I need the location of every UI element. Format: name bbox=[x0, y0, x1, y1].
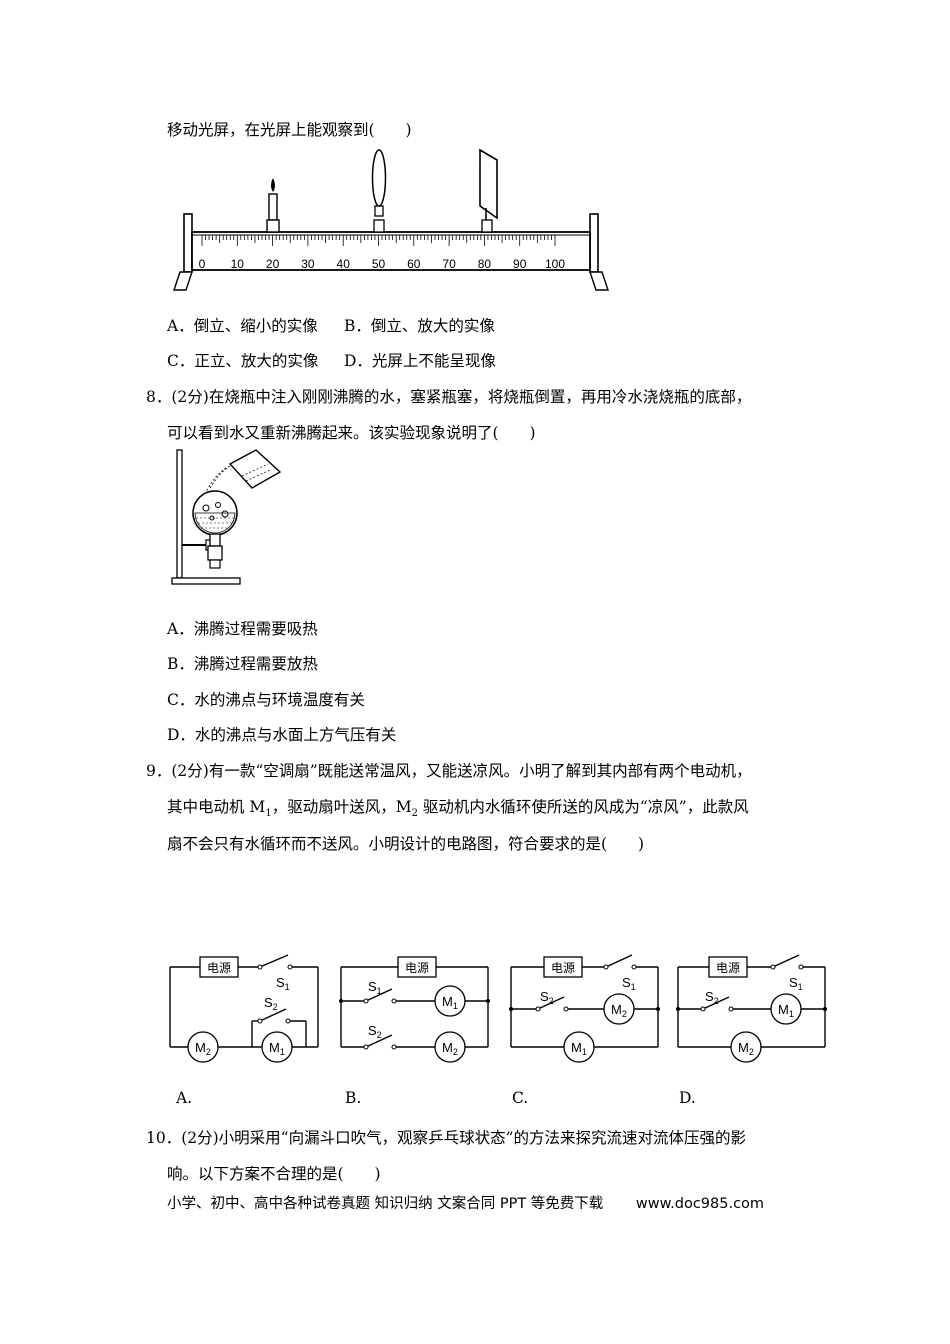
ruler-labels: 0 10 20 30 40 50 60 70 80 90 100 bbox=[199, 257, 566, 271]
q8-stem-line1: 8．(2分)在烧瓶中注入刚刚沸腾的水，塞紧瓶塞，将烧瓶倒置，再用冷水浇烧瓶的底部… bbox=[146, 388, 752, 406]
q9-stem-line1: 9．(2分)有一款“空调扇”既能送常温风，又能送凉风。小明了解到其内部有两个电动… bbox=[146, 762, 752, 780]
ruler-ticks bbox=[201, 235, 556, 246]
svg-text:M2: M2 bbox=[611, 1002, 627, 1019]
light-screen-icon bbox=[479, 148, 498, 233]
circuit-b: 电源 S1 S2 M1 M2 bbox=[339, 956, 490, 1063]
svg-text:S2: S2 bbox=[705, 989, 719, 1006]
power-label: 电源 bbox=[716, 961, 740, 975]
ruler-tick-label: 0 bbox=[199, 257, 206, 271]
svg-text:S1: S1 bbox=[368, 979, 382, 996]
q7-option-c[interactable]: C．正立、放大的实像 bbox=[167, 352, 319, 370]
power-label: 电源 bbox=[207, 961, 231, 975]
q8-option-d[interactable]: D．水的沸点与水面上方气压有关 bbox=[167, 726, 397, 744]
ruler-tick-label: 10 bbox=[231, 257, 245, 271]
q9-stem-line2: 其中电动机 M1，驱动扇叶送风，M2 驱动机内水循环使所送的风成为“凉风”，此款… bbox=[167, 798, 749, 820]
beaker-icon bbox=[228, 449, 282, 489]
q9-option-d[interactable]: D. bbox=[679, 1089, 696, 1107]
circuit-d: 电源 S1 S2 M1 M2 bbox=[676, 954, 827, 1063]
svg-text:M1: M1 bbox=[571, 1040, 587, 1057]
svg-text:S2: S2 bbox=[264, 995, 278, 1012]
q9-option-a[interactable]: A. bbox=[176, 1089, 193, 1107]
svg-text:M2: M2 bbox=[195, 1040, 211, 1057]
q8-option-c[interactable]: C．水的沸点与环境温度有关 bbox=[167, 691, 365, 709]
q8-stem-line2: 可以看到水又重新沸腾起来。该实验现象说明了( ) bbox=[167, 424, 536, 442]
ruler-tick-label: 60 bbox=[407, 257, 421, 271]
svg-text:M1: M1 bbox=[269, 1040, 285, 1057]
q7-stem-tail: 移动光屏，在光屏上能观察到( ) bbox=[167, 121, 412, 139]
svg-text:M1: M1 bbox=[778, 1002, 794, 1019]
q7-option-d[interactable]: D．光屏上不能呈现像 bbox=[344, 352, 496, 370]
q9-stem-line3: 扇不会只有水循环而不送风。小明设计的电路图，符合要求的是( ) bbox=[167, 835, 645, 853]
ruler-tick-label: 30 bbox=[301, 257, 315, 271]
footer-url[interactable]: www.doc985.com bbox=[635, 1196, 765, 1212]
circuit-a: 电源 S1 S2 M2 M1 bbox=[169, 954, 319, 1063]
candle-icon bbox=[266, 178, 280, 233]
ruler-tick-label: 70 bbox=[442, 257, 456, 271]
svg-text:S2: S2 bbox=[540, 989, 554, 1006]
svg-text:S1: S1 bbox=[789, 975, 803, 992]
page-footer: 小学、初中、高中各种试卷真题 知识归纳 文案合同 PPT 等免费下载 www.d… bbox=[167, 1192, 764, 1213]
circuit-c: 电源 S1 S2 M2 M1 bbox=[509, 954, 660, 1063]
svg-text:S2: S2 bbox=[368, 1023, 382, 1040]
ruler-tick-label: 50 bbox=[372, 257, 386, 271]
ruler-tick-label: 40 bbox=[337, 257, 351, 271]
q10-stem-line1: 10．(2分)小明采用“向漏斗口吹气，观察乒乓球状态”的方法来探究流速对流体压强… bbox=[146, 1129, 747, 1147]
q9-option-b[interactable]: B. bbox=[345, 1089, 362, 1107]
q8-option-b[interactable]: B．沸腾过程需要放热 bbox=[167, 655, 318, 673]
ruler-tick-label: 100 bbox=[545, 257, 565, 271]
svg-text:S1: S1 bbox=[622, 975, 636, 992]
svg-text:S1: S1 bbox=[276, 975, 290, 992]
power-label: 电源 bbox=[551, 961, 575, 975]
q9-option-c[interactable]: C. bbox=[512, 1089, 529, 1107]
power-label: 电源 bbox=[405, 961, 429, 975]
q7-option-a[interactable]: A．倒立、缩小的实像 bbox=[167, 317, 318, 335]
ruler-tick-label: 80 bbox=[478, 257, 492, 271]
footer-text: 小学、初中、高中各种试卷真题 知识归纳 文案合同 PPT 等免费下载 bbox=[167, 1196, 604, 1212]
svg-text:M1: M1 bbox=[442, 994, 458, 1011]
svg-text:M2: M2 bbox=[442, 1040, 458, 1057]
svg-text:M2: M2 bbox=[738, 1040, 754, 1057]
ruler-tick-label: 20 bbox=[266, 257, 280, 271]
flask-experiment-figure bbox=[171, 449, 282, 585]
q7-option-b[interactable]: B．倒立、放大的实像 bbox=[344, 317, 495, 335]
optical-bench-figure: 0 10 20 30 40 50 60 70 80 90 100 bbox=[173, 148, 609, 291]
q10-stem-line2: 响。以下方案不合理的是( ) bbox=[167, 1165, 381, 1183]
q8-option-a[interactable]: A．沸腾过程需要吸热 bbox=[167, 620, 318, 638]
ruler-tick-label: 90 bbox=[513, 257, 527, 271]
convex-lens-icon bbox=[371, 149, 387, 233]
